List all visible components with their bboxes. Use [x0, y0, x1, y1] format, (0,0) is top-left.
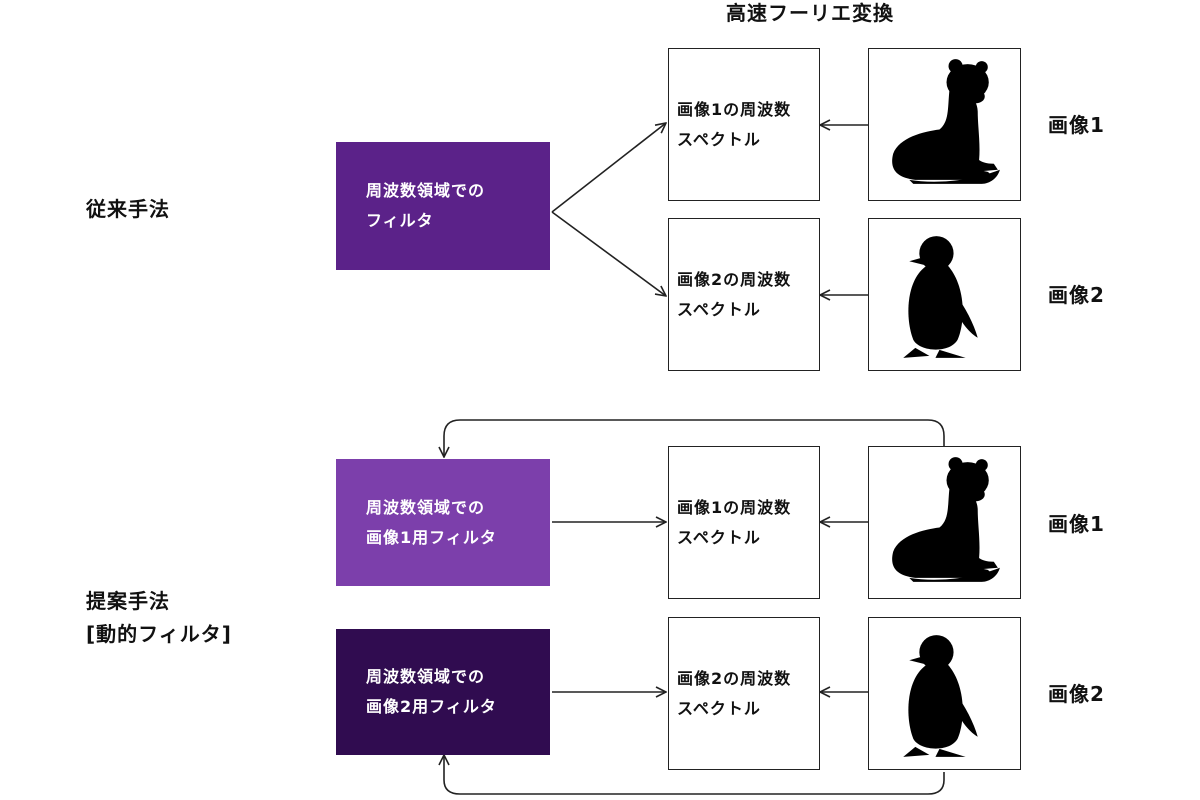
ferret-silhouette-icon	[892, 59, 1000, 184]
proposed-filter2-line1: 周波数領域での	[366, 667, 486, 686]
proposed-image1-box	[868, 446, 1021, 599]
conventional-spectrum2-line2: スペクトル	[677, 299, 761, 319]
proposed-filter1-line1: 周波数領域での	[366, 497, 486, 517]
penguin-silhouette-icon	[903, 236, 978, 358]
proposed-filter2-box: 周波数領域での 画像2用フィルタ	[336, 629, 550, 755]
conventional-spectrum1-line2: スペクトル	[677, 129, 761, 149]
conventional-spectrum2-line1: 画像2の周波数	[677, 269, 792, 289]
arrow-filter-to-spectrum2	[551, 211, 666, 296]
conventional-image2-box	[868, 218, 1021, 371]
proposed-spectrum1-line1: 画像1の周波数	[677, 497, 792, 517]
fft-title: 高速フーリエ変換	[726, 1, 894, 25]
conventional-filter-line2: フィルタ	[366, 211, 434, 230]
conventional-spectrum1-box: 画像1の周波数 スペクトル	[668, 48, 820, 201]
proposed-method-label: 提案手法	[86, 589, 170, 613]
proposed-spectrum2-line2: スペクトル	[677, 698, 761, 718]
conventional-filter-box: 周波数領域での フィルタ	[336, 142, 550, 270]
loop-arrow-image1-to-filter1	[444, 419, 945, 457]
proposed-image1-label: 画像1	[1048, 512, 1105, 536]
proposed-image2-box	[868, 617, 1021, 770]
arrow-filter-to-spectrum1	[551, 123, 666, 213]
ferret-silhouette-icon	[892, 457, 1000, 582]
conventional-spectrum2-box: 画像2の周波数 スペクトル	[668, 218, 820, 371]
conventional-spectrum1-line1: 画像1の周波数	[677, 99, 792, 119]
proposed-spectrum2-box: 画像2の周波数 スペクトル	[668, 617, 820, 770]
conventional-filter-line1: 周波数領域での	[366, 181, 486, 200]
proposed-filter1-line2: 画像1用フィルタ	[366, 527, 497, 547]
loop-arrow-image2-to-filter2	[444, 755, 945, 795]
conventional-image2-label: 画像2	[1048, 283, 1105, 307]
conventional-method-label: 従来手法	[86, 197, 170, 221]
penguin-silhouette-icon	[903, 635, 978, 757]
proposed-spectrum1-box: 画像1の周波数 スペクトル	[668, 446, 820, 599]
conventional-image1-box	[868, 48, 1021, 201]
proposed-spectrum1-line2: スペクトル	[677, 527, 761, 547]
proposed-image2-label: 画像2	[1048, 682, 1105, 706]
proposed-method-sublabel: [動的フィルタ]	[86, 622, 232, 646]
proposed-filter1-box: 周波数領域での 画像1用フィルタ	[336, 459, 550, 586]
proposed-filter2-line2: 画像2用フィルタ	[366, 697, 497, 716]
conventional-image1-label: 画像1	[1048, 113, 1105, 137]
proposed-spectrum2-line1: 画像2の周波数	[677, 668, 792, 688]
